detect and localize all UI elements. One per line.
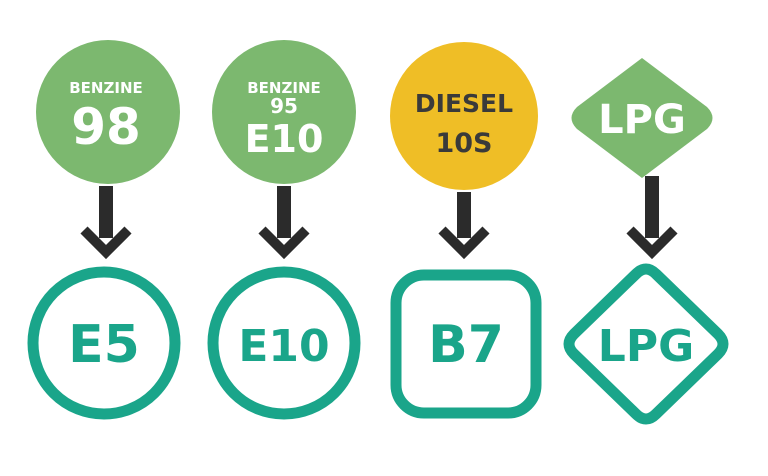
new-label-circle (207, 266, 361, 420)
new-label-text: B7 (428, 315, 504, 375)
old-label-diamond (571, 58, 713, 178)
new-label-diamond (563, 263, 729, 425)
column-diesel-10s: DIESEL 10S B7 (390, 42, 542, 419)
arrow-down-icon (438, 192, 490, 260)
column-lpg: LPG LPG (563, 58, 729, 425)
column-benzine-95-e10: BENZINE 95 E10 E10 (207, 40, 361, 420)
old-label-line: DIESEL (415, 89, 513, 118)
old-label-line: 95 (270, 94, 298, 118)
old-label-circle (36, 40, 180, 184)
arrow-down-icon (626, 176, 678, 260)
old-label-line: BENZINE (69, 79, 143, 97)
new-label-text: E5 (68, 315, 140, 375)
old-label-circle (390, 42, 538, 190)
column-benzine-98: BENZINE 98 E5 (27, 40, 181, 420)
new-label-text: E10 (238, 321, 329, 372)
arrow-down-icon (258, 186, 310, 260)
arrow-down-icon (80, 186, 132, 260)
old-label-line: LPG (598, 97, 686, 143)
old-label-circle (212, 40, 356, 184)
old-label-line: 10S (435, 128, 492, 159)
new-label-circle (27, 266, 181, 420)
old-label-line: BENZINE (247, 79, 321, 97)
new-label-text: LPG (598, 321, 694, 372)
old-label-line: E10 (245, 117, 324, 161)
new-label-square (390, 269, 542, 419)
old-label-line: 98 (71, 98, 141, 156)
